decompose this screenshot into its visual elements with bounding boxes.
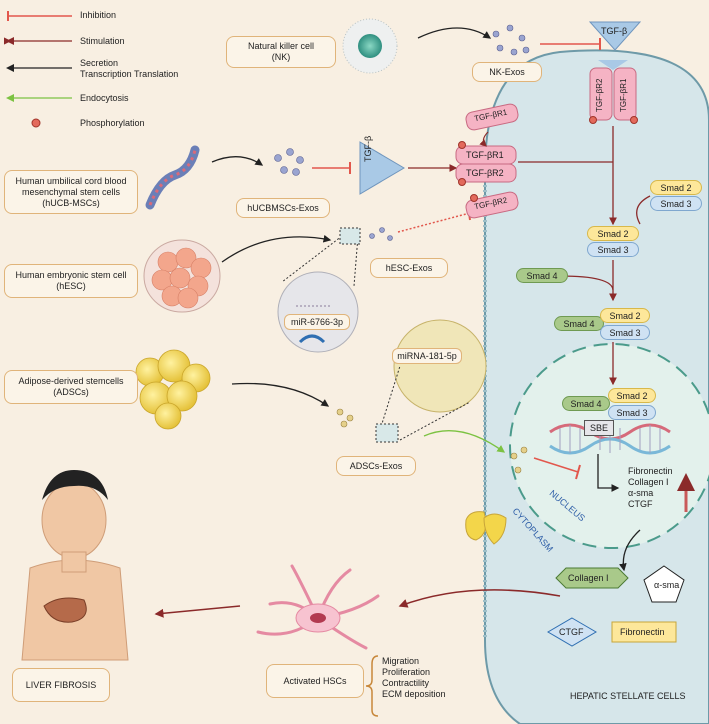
receptor-stack-top xyxy=(589,60,638,124)
tgfb-triangle-top xyxy=(588,21,642,51)
adsc-cell-label: Adipose-derived stemcells (ADSCs) xyxy=(4,370,138,404)
nk-exos-cluster xyxy=(492,24,530,56)
hucb-exos-cluster xyxy=(274,148,304,176)
legend-endocytosis: Endocytosis xyxy=(80,93,129,103)
hucb-exos-label: hUCBMSCs-Exos xyxy=(236,198,330,218)
smad3-free: Smad 3 xyxy=(650,196,702,211)
nk-cell-graphic xyxy=(342,18,398,74)
legend-secretion: Secretion Transcription Translation xyxy=(80,58,179,79)
tgfbr1-vertical-label: TGF-βR1 xyxy=(619,78,628,113)
smad2-nuclear: Smad 2 xyxy=(608,388,656,403)
fibronectin-box xyxy=(611,621,677,643)
tgfb-top-label: TGF-β xyxy=(601,26,628,36)
tgfb-triangle-mid xyxy=(359,141,405,195)
ctgf-label: CTGF xyxy=(559,627,584,637)
smad4-nuclear: Smad 4 xyxy=(562,396,610,411)
target-genes: Fibronectin Collagen I α-sma CTGF xyxy=(628,466,673,509)
collagen-hexagon xyxy=(555,567,629,589)
sbe-box: SBE xyxy=(584,420,614,436)
endocytosis-receptor xyxy=(465,511,487,541)
hepatic-stellate-cells-label: HEPATIC STELLATE CELLS xyxy=(570,691,686,701)
legend-symbols xyxy=(4,11,72,128)
receptor-stack-mid xyxy=(455,141,517,186)
asma-label: α-sma xyxy=(654,580,680,590)
dna-helix xyxy=(549,423,671,455)
hesc-cell-label: Human embryonic stem cell (hESC) xyxy=(4,264,138,298)
smad4-free: Smad 4 xyxy=(516,268,568,283)
tgfbr2-vertical-label: TGF-βR2 xyxy=(595,78,604,113)
smad3-complex: Smad 3 xyxy=(600,325,650,340)
human-figure xyxy=(21,470,129,661)
receptor-r1-tilted xyxy=(465,103,519,131)
legend-inhibition: Inhibition xyxy=(80,10,117,20)
hucb-cell-label: Human umbilical cord blood mesenchymal s… xyxy=(4,170,138,214)
tgfb-mid-label: TGF-β xyxy=(363,135,373,162)
nk-exos-label: NK-Exos xyxy=(472,62,542,82)
activated-hsc-label: Activated HSCs xyxy=(266,664,364,698)
tgfbr2-mid-label: TGF-βR2 xyxy=(466,168,504,178)
legend-stimulation: Stimulation xyxy=(80,36,125,46)
ctgf-diamond xyxy=(547,617,597,647)
smad2-phospho: Smad 2 xyxy=(587,226,639,241)
hesc-graphic xyxy=(143,239,221,313)
adsc-exosome-zoom xyxy=(393,319,487,413)
adsc-exos-label: ADSCs-Exos xyxy=(336,456,416,476)
hesc-exosome-zoom xyxy=(277,271,359,353)
smad3-nuclear: Smad 3 xyxy=(608,405,656,420)
collagen-label: Collagen I xyxy=(568,573,609,583)
mir181-label: miRNA-181-5p xyxy=(392,348,462,364)
receptor-r2-tilted xyxy=(465,191,519,219)
liver-fibrosis-label: LIVER FIBROSIS xyxy=(12,668,110,702)
smad4-complex: Smad 4 xyxy=(554,316,604,331)
hsc-effects: Migration Proliferation Contractility EC… xyxy=(382,656,446,699)
legend-phosphorylation: Phosphorylation xyxy=(80,118,145,128)
hesc-exos-label: hESC-Exos xyxy=(370,258,448,278)
tgfbr1-mid-label: TGF-βR1 xyxy=(466,150,504,160)
fibronectin-label: Fibronectin xyxy=(620,627,665,637)
smad2-complex: Smad 2 xyxy=(600,308,650,323)
adsc-graphic xyxy=(135,349,211,430)
smad2-free: Smad 2 xyxy=(650,180,702,195)
nk-cell-label: Natural killer cell (NK) xyxy=(226,36,336,68)
smad3-phospho: Smad 3 xyxy=(587,242,639,257)
asma-pentagon xyxy=(643,565,685,603)
mir6766-label: miR-6766-3p xyxy=(284,314,350,330)
